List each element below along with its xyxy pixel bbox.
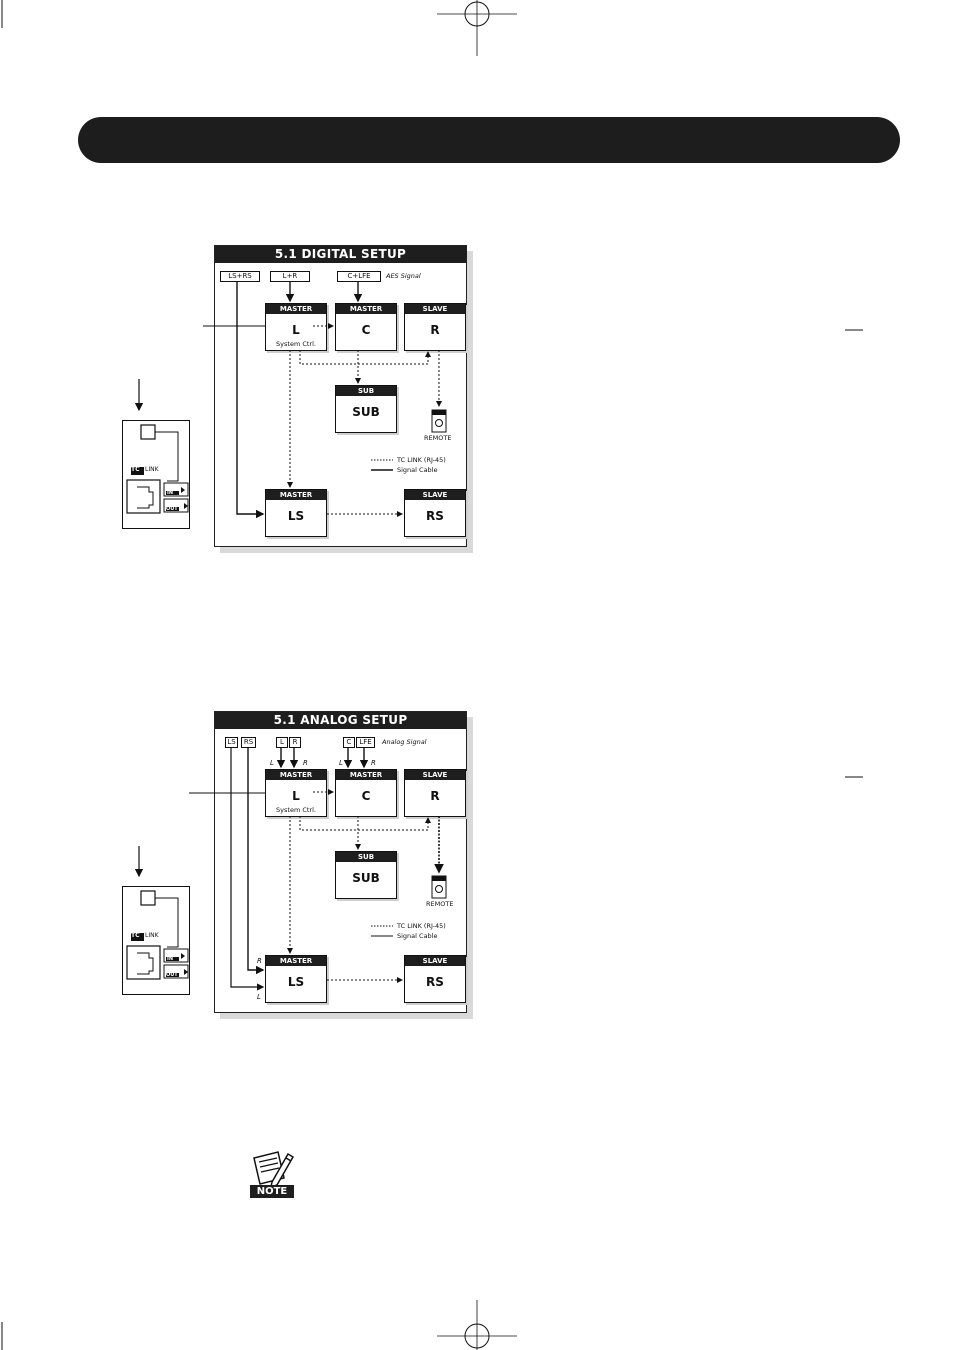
unit-rs-slave: SLAVE RS — [404, 955, 466, 1003]
unit-head: MASTER — [266, 304, 326, 314]
channel-mark-r: R — [257, 957, 262, 965]
channel-mark-l: L — [257, 993, 261, 1001]
unit-head: MASTER — [266, 490, 326, 500]
input-tag-ls-rs: LS+RS — [220, 271, 260, 282]
unit-r-slave: SLAVE R — [404, 769, 466, 817]
unit-label: LS — [287, 509, 305, 523]
legend-signal-cable: Signal Cable — [397, 466, 438, 474]
analog-connections — [230, 747, 447, 991]
input-tag-r: R — [289, 737, 301, 748]
unit-ls-master: MASTER LS — [265, 489, 327, 537]
unit-head: SLAVE — [405, 770, 465, 780]
input-tag-c-lfe: C+LFE — [337, 271, 381, 282]
unit-head: SLAVE — [405, 490, 465, 500]
unit-label: R — [430, 789, 440, 803]
input-tag-lfe: LFE — [356, 737, 375, 748]
unit-head: SLAVE — [405, 956, 465, 966]
unit-head: MASTER — [266, 956, 326, 966]
digital-setup-diagram: 5.1 DIGITAL SETUP LS+RS L+R C+LFE AES Si… — [214, 245, 467, 547]
digital-connections — [236, 281, 447, 519]
signal-note: Analog Signal — [382, 738, 427, 746]
unit-sub: SUB SUB — [335, 385, 397, 433]
analog-setup-diagram: 5.1 ANALOG SETUP LS RS L R C LFE Analog … — [214, 711, 467, 1013]
link-label: LINK — [145, 932, 159, 939]
unit-head: MASTER — [336, 770, 396, 780]
input-tag-l: L — [276, 737, 288, 748]
in-label: IN — [167, 956, 174, 962]
unit-head: MASTER — [266, 770, 326, 780]
unit-rs-slave: SLAVE RS — [404, 489, 466, 537]
channel-mark-r: R — [303, 759, 308, 767]
unit-label: RS — [426, 975, 444, 989]
unit-label: LS — [287, 975, 305, 989]
channel-mark-r: R — [371, 759, 376, 767]
remote-label: REMOTE — [426, 900, 454, 908]
section-banner — [78, 117, 900, 163]
tc-link-panel-drawing — [126, 424, 189, 514]
remote-label: REMOTE — [424, 434, 452, 442]
out-label: OUT — [166, 972, 178, 978]
unit-ls-master: MASTER LS — [265, 955, 327, 1003]
out-label: OUT — [166, 506, 178, 512]
pencil-paper-icon — [250, 1148, 295, 1189]
channel-mark-l: L — [270, 759, 274, 767]
unit-label: L — [292, 789, 300, 803]
signal-note: AES Signal — [386, 272, 421, 280]
in-label: IN — [167, 490, 174, 496]
note-label: NOTE — [250, 1185, 294, 1198]
unit-label: SUB — [352, 871, 380, 885]
unit-head: SUB — [336, 852, 396, 862]
unit-label: SUB — [352, 405, 380, 419]
unit-c-master: MASTER C — [335, 769, 397, 817]
unit-label: RS — [426, 509, 444, 523]
unit-label: C — [361, 789, 371, 803]
analog-title: 5.1 ANALOG SETUP — [215, 712, 466, 729]
legend-signal-cable: Signal Cable — [397, 932, 438, 940]
unit-head: SUB — [336, 386, 396, 396]
tc-link-panel-analog: TC LINK IN OUT — [122, 886, 190, 995]
digital-title: 5.1 DIGITAL SETUP — [215, 246, 466, 263]
unit-l-master: MASTER L System Ctrl. — [265, 769, 327, 817]
unit-sub: System Ctrl. — [276, 806, 316, 814]
input-tag-c: C — [343, 737, 355, 748]
unit-head: SLAVE — [405, 304, 465, 314]
channel-mark-l: L — [339, 759, 343, 767]
tc-label: TC — [131, 466, 140, 473]
unit-r-slave: SLAVE R — [404, 303, 466, 351]
note-icon: NOTE — [250, 1148, 295, 1198]
unit-sub: SUB SUB — [335, 851, 397, 899]
legend-tc-link: TC LINK (RJ-45) — [397, 456, 446, 464]
legend-tc-link: TC LINK (RJ-45) — [397, 922, 446, 930]
unit-head: MASTER — [336, 304, 396, 314]
unit-c-master: MASTER C — [335, 303, 397, 351]
tc-link-panel-drawing — [126, 890, 189, 980]
unit-sub: System Ctrl. — [276, 340, 316, 348]
unit-label: L — [292, 323, 300, 337]
link-label: LINK — [145, 466, 159, 473]
unit-label: C — [361, 323, 371, 337]
tc-label: TC — [131, 932, 140, 939]
unit-l-master: MASTER L System Ctrl. — [265, 303, 327, 351]
tc-link-panel-digital: TC LINK IN OUT — [122, 420, 190, 529]
unit-label: R — [430, 323, 440, 337]
